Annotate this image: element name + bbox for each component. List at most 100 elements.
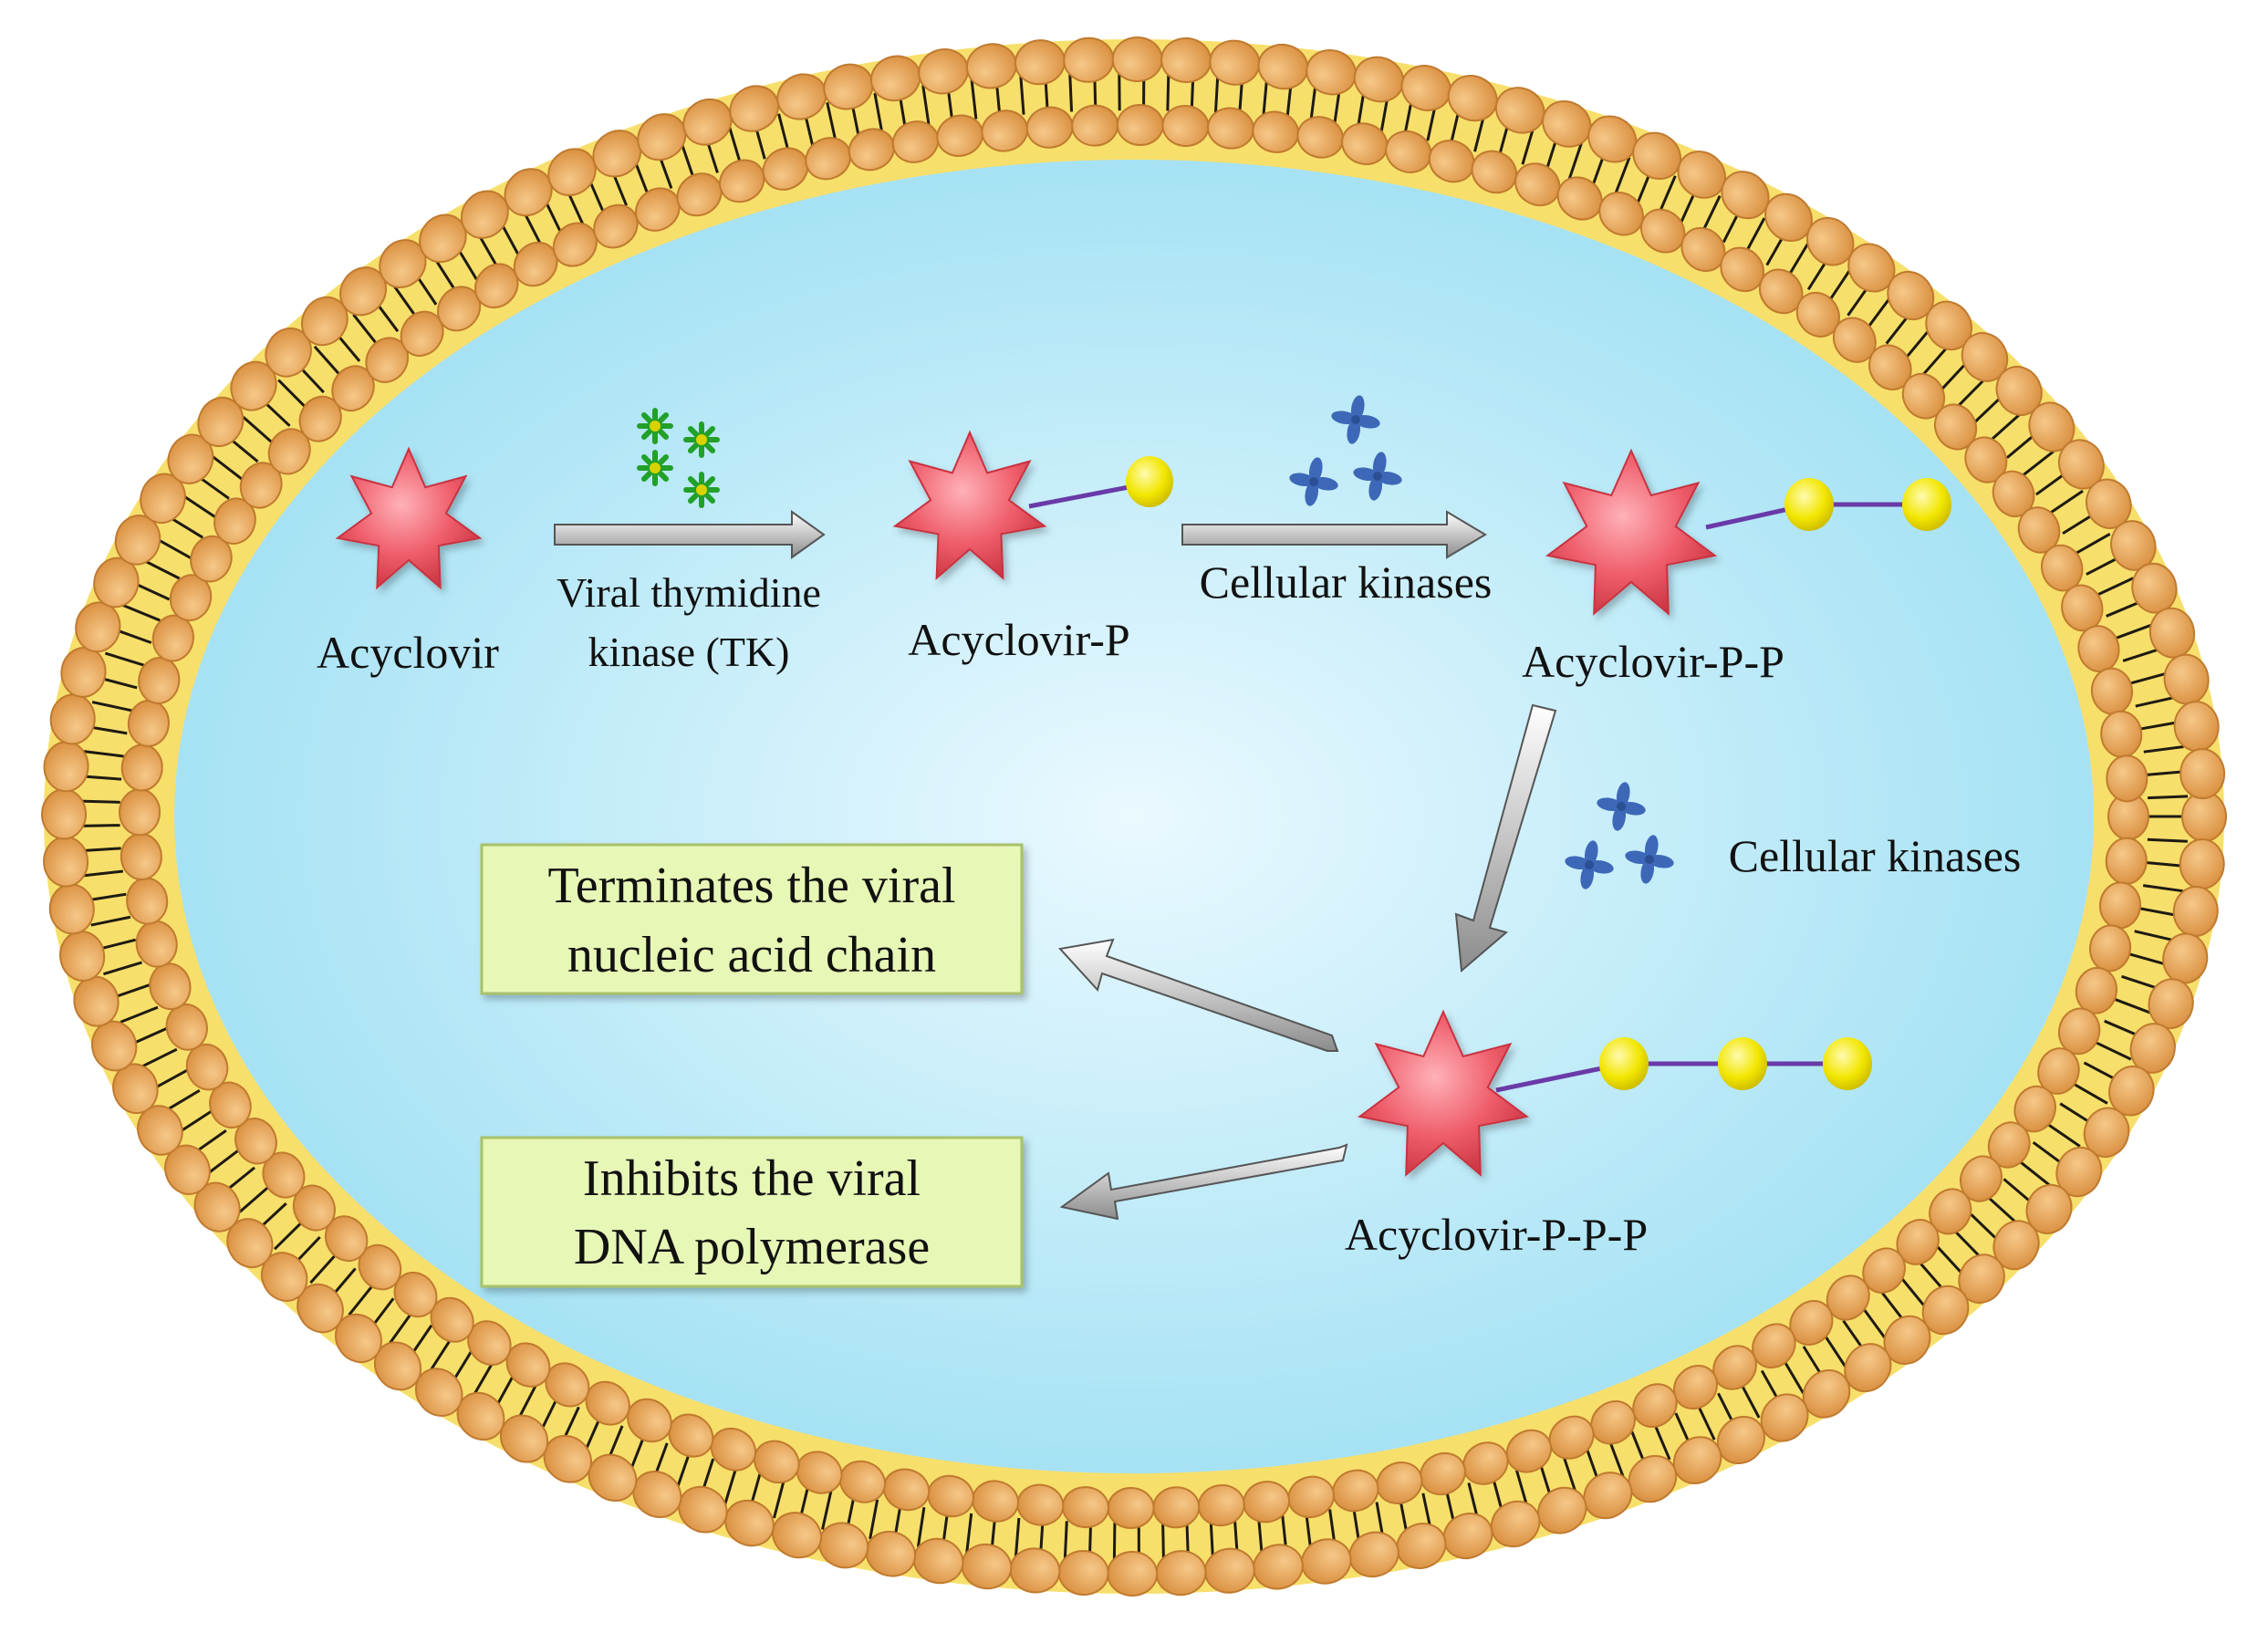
phospholipid-head [43,836,89,888]
lipid-tail [826,102,837,142]
phospholipid-head [1883,1315,1931,1365]
lipid-tail [1957,376,1988,407]
tk-enzyme-icon [683,421,720,458]
phospholipid-head [1632,1383,1678,1429]
phospholipid-head [1716,1416,1766,1465]
lipid-tail [122,603,161,622]
phospholipid-head [365,337,410,383]
phospholipid-head [1961,332,2009,382]
lipid-tail [869,1499,879,1540]
lipid-tail [1743,217,1766,255]
phospholipid-head [1995,366,2043,416]
phospholipid-head [1583,1472,1633,1520]
phospholipid-head [1720,246,1765,293]
terminates-text-line2: nucleic acid chain [567,927,936,983]
lipid-tail [348,1283,376,1316]
lipid-tail [2113,997,2152,1014]
phospholipid-head [505,1342,551,1388]
phospholipid-head [1471,150,1518,194]
phospholipid-head [373,1341,422,1391]
lipid-tail [2074,532,2111,556]
phospholipid-head [1832,317,1877,363]
phospholipid-head [2083,1107,2130,1159]
lipid-tail [2148,795,2189,800]
lipid-tail [2143,745,2184,754]
arrow-to-inhibits [1059,1143,1348,1221]
phospholipid-head [1921,1285,1970,1336]
phospholipid-head [2179,838,2225,890]
lipid-tail [1213,72,1220,113]
lipid-tail [728,127,743,167]
lipid-tail [387,1311,414,1346]
phospholipid-head [772,1512,823,1559]
outer-phospholipid-heads [41,36,2227,1597]
lipid-tail [921,85,931,126]
phospholipid-head [724,1499,775,1547]
phospholipid-head [190,535,233,583]
viral-tk-label-line2: kinase (TK) [588,629,790,675]
lipid-tail [2139,720,2180,731]
lipid-tail [2048,489,2084,515]
acyclovir-pp-star-icon [1545,448,1718,616]
phospholipid-head [588,1453,638,1502]
phospholipid-head [137,1105,183,1156]
terminates-text-line1: Terminates the viral [547,858,955,914]
phospholipid-head [1556,176,1603,221]
phospholipid-head [193,1181,241,1233]
lipid-tail [1567,140,1584,180]
lipid-tail [2021,450,2055,477]
lipid-tail [238,1184,271,1213]
phospholipid-head [262,1151,306,1199]
lipid-tail [2096,577,2134,597]
phospholipid-head [1925,300,1972,351]
lipid-tail [80,847,121,853]
lipid-tail [103,961,143,976]
phospholipid-head [1107,1486,1155,1529]
lipid-tail [1866,296,1892,330]
phospholipid-head [209,1081,252,1129]
phospholipid-head [164,1144,211,1195]
lipid-tail [181,494,217,519]
phospholipid-head [1628,1454,1678,1503]
phospholipid-head [120,833,162,881]
lipid-tail [1826,267,1852,304]
lipid-tail [2138,907,2180,918]
phospholipid-head [436,286,482,332]
lipid-tail [873,92,884,133]
lipid-tail [392,284,418,319]
lipid-tail [2114,623,2154,640]
acyclovir-pp-label: Acyclovir-P-P [1522,636,1784,687]
lipid-tail [81,775,122,781]
lipid-tail [680,141,696,182]
phospholipid-head [300,296,349,347]
lipid-tail [164,1088,201,1113]
tk-enzyme-icon [637,408,673,444]
phospholipid-head [473,263,519,309]
lipid-tail [82,869,124,878]
lipid-tail [178,1109,213,1134]
lipid-tail [1861,1306,1888,1341]
lipid-tail [120,1005,159,1024]
acyclovir-p-label: Acyclovir-P [908,614,1129,665]
lipid-tail [140,1047,178,1069]
lipid-tail [2018,1160,2052,1187]
phospholipid-head [499,1414,549,1463]
phospholipid-head [234,1118,277,1165]
lipid-tail [273,1220,305,1251]
phospholipid-head [1826,1274,1870,1321]
phospholipid-head [239,462,283,509]
phospholipid-head [753,1440,800,1484]
lipid-tail [1613,157,1631,196]
phospholipid-head [1505,1429,1553,1473]
phospholipid-head [213,497,256,545]
effect-box-inhibits: Inhibits the viral DNA polymerase [480,1136,1024,1288]
phospholipid-head [140,473,186,525]
acyclovir-p-star-icon [892,430,1047,580]
phospholipid-head [2057,439,2105,490]
phospholipid-head [2055,1146,2103,1198]
lipid-tail [1521,125,1535,165]
lipid-tail [309,1252,338,1285]
lipid-tail [1786,242,1810,278]
phospholipid-head [676,172,723,217]
effect-box-inhibits-bg [480,1136,1024,1288]
